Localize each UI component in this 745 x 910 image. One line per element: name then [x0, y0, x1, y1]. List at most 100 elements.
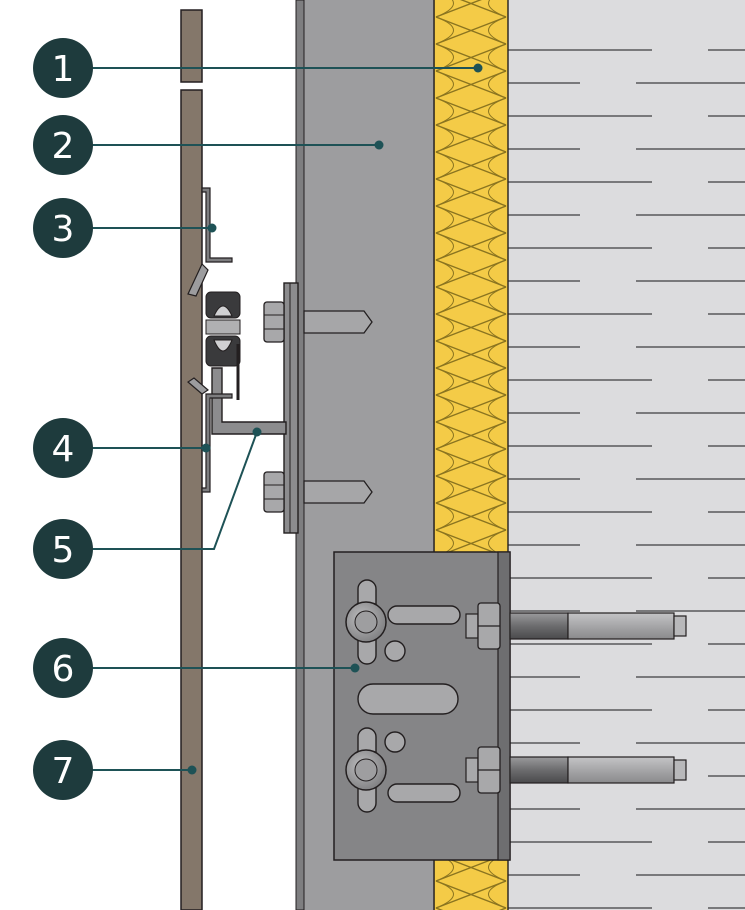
anchor-washer — [465, 613, 479, 639]
clip-block-mid — [205, 319, 241, 335]
callout-upper-clip: 3 — [33, 198, 217, 258]
callout-insulation: 1 — [33, 38, 483, 98]
callout-wall-bracket: 6 — [33, 638, 360, 698]
callout-leader-line — [92, 431, 258, 550]
insulation-curve — [435, 0, 507, 18]
insulation-curve — [435, 340, 507, 369]
insulation-curve — [435, 448, 507, 477]
insulation-zigzag — [435, 43, 507, 72]
callout-leader-dot — [252, 427, 262, 437]
profile-bolt-shaft — [303, 310, 373, 334]
insulation-curve — [435, 502, 507, 531]
callout-badge — [33, 38, 93, 98]
bracket-return-flange — [497, 551, 511, 861]
rivet-head — [354, 758, 378, 782]
insulation-zigzag — [435, 124, 507, 153]
insulation-curve — [435, 259, 507, 288]
callout-leader-dot — [350, 663, 360, 673]
insulation-zigzag — [435, 421, 507, 450]
insulation-curve — [435, 421, 507, 450]
callout-number: 4 — [52, 429, 75, 470]
callout-badge — [33, 638, 93, 698]
insulation-zigzag — [435, 232, 507, 261]
insulation-curve — [435, 205, 507, 234]
anchor-end — [673, 759, 687, 781]
insulation-zigzag — [435, 448, 507, 477]
callout-horizontal-profile: 5 — [33, 427, 262, 579]
profile-bolt-shaft — [303, 480, 373, 504]
bracket-hole — [384, 640, 406, 662]
anchor-shaft-tip — [567, 612, 675, 640]
insulation-curve — [435, 367, 507, 396]
bracket-slot — [387, 783, 461, 803]
insulation-curve — [435, 286, 507, 315]
anchor-shaft-tip — [567, 756, 675, 784]
insulation-curve — [435, 475, 507, 504]
anchor-end — [673, 615, 687, 637]
insulation-curve — [435, 313, 507, 342]
anchor-washer — [465, 757, 479, 783]
clip-block-top — [205, 291, 241, 319]
insulation-zigzag — [435, 367, 507, 396]
horizontal-profile-plate — [283, 282, 299, 534]
bracket-hole — [384, 731, 406, 753]
insulation-curve — [435, 394, 507, 423]
horizontal-profile-arm — [211, 367, 287, 435]
facade-panel-upper — [180, 9, 203, 83]
insulation-curve — [435, 70, 507, 99]
clip-block-arc — [213, 305, 233, 317]
profile-bolt-head — [263, 471, 285, 513]
callout-number: 7 — [52, 751, 75, 792]
callout-leader-dot — [201, 443, 211, 453]
clip-block-arc — [213, 339, 233, 352]
insulation-zigzag — [435, 70, 507, 99]
insulation-zigzag — [435, 16, 507, 45]
insulation-curve — [435, 178, 507, 207]
insulation-zigzag — [435, 502, 507, 531]
bracket-center-slot — [357, 683, 459, 715]
anchor-shaft — [509, 756, 569, 784]
insulation-curve — [435, 124, 507, 153]
callout-badge — [33, 115, 93, 175]
callout-badge — [33, 740, 93, 800]
callout-number: 3 — [52, 209, 75, 250]
callout-leader-dot — [207, 223, 217, 233]
callout-lower-clip: 4 — [33, 418, 211, 478]
callout-facade-panel: 7 — [33, 740, 197, 800]
insulation-zigzag — [435, 259, 507, 288]
insulation-curve — [435, 232, 507, 261]
insulation-zigzag — [435, 340, 507, 369]
insulation-zigzag — [435, 178, 507, 207]
insulation-curve — [435, 97, 507, 126]
facade-panel-lower — [180, 89, 203, 910]
callout-number: 6 — [52, 649, 75, 690]
callout-badge — [33, 198, 93, 258]
insulation-zigzag — [435, 0, 507, 18]
panel-clips — [187, 187, 241, 493]
upper-clip-hook — [187, 262, 209, 297]
insulation-zigzag — [435, 313, 507, 342]
callouts: 1 2 3 4 5 6 7 — [33, 38, 483, 800]
insulation-zigzag — [435, 475, 507, 504]
lower-clip-hook — [187, 377, 209, 395]
callout-leader-dot — [187, 765, 197, 775]
callout-vertical-profile: 2 — [33, 115, 384, 175]
callout-leader-dot — [374, 140, 384, 150]
callout-badge — [33, 418, 93, 478]
insulation-zigzag — [435, 880, 507, 909]
upper-clip-body — [201, 187, 233, 263]
callout-number: 5 — [52, 530, 75, 571]
callout-number: 1 — [52, 49, 75, 90]
insulation-curve — [435, 880, 507, 909]
insulation-zigzag — [435, 394, 507, 423]
lower-clip-body — [201, 393, 233, 493]
callout-leader-dot — [473, 63, 483, 73]
wall-bracket — [333, 551, 687, 861]
callout-badge — [33, 519, 93, 579]
horizontal-profile — [211, 282, 373, 534]
insulation-zigzag — [435, 205, 507, 234]
bracket-slot — [387, 605, 461, 625]
insulation-curve — [435, 16, 507, 45]
insulation-zigzag — [435, 97, 507, 126]
